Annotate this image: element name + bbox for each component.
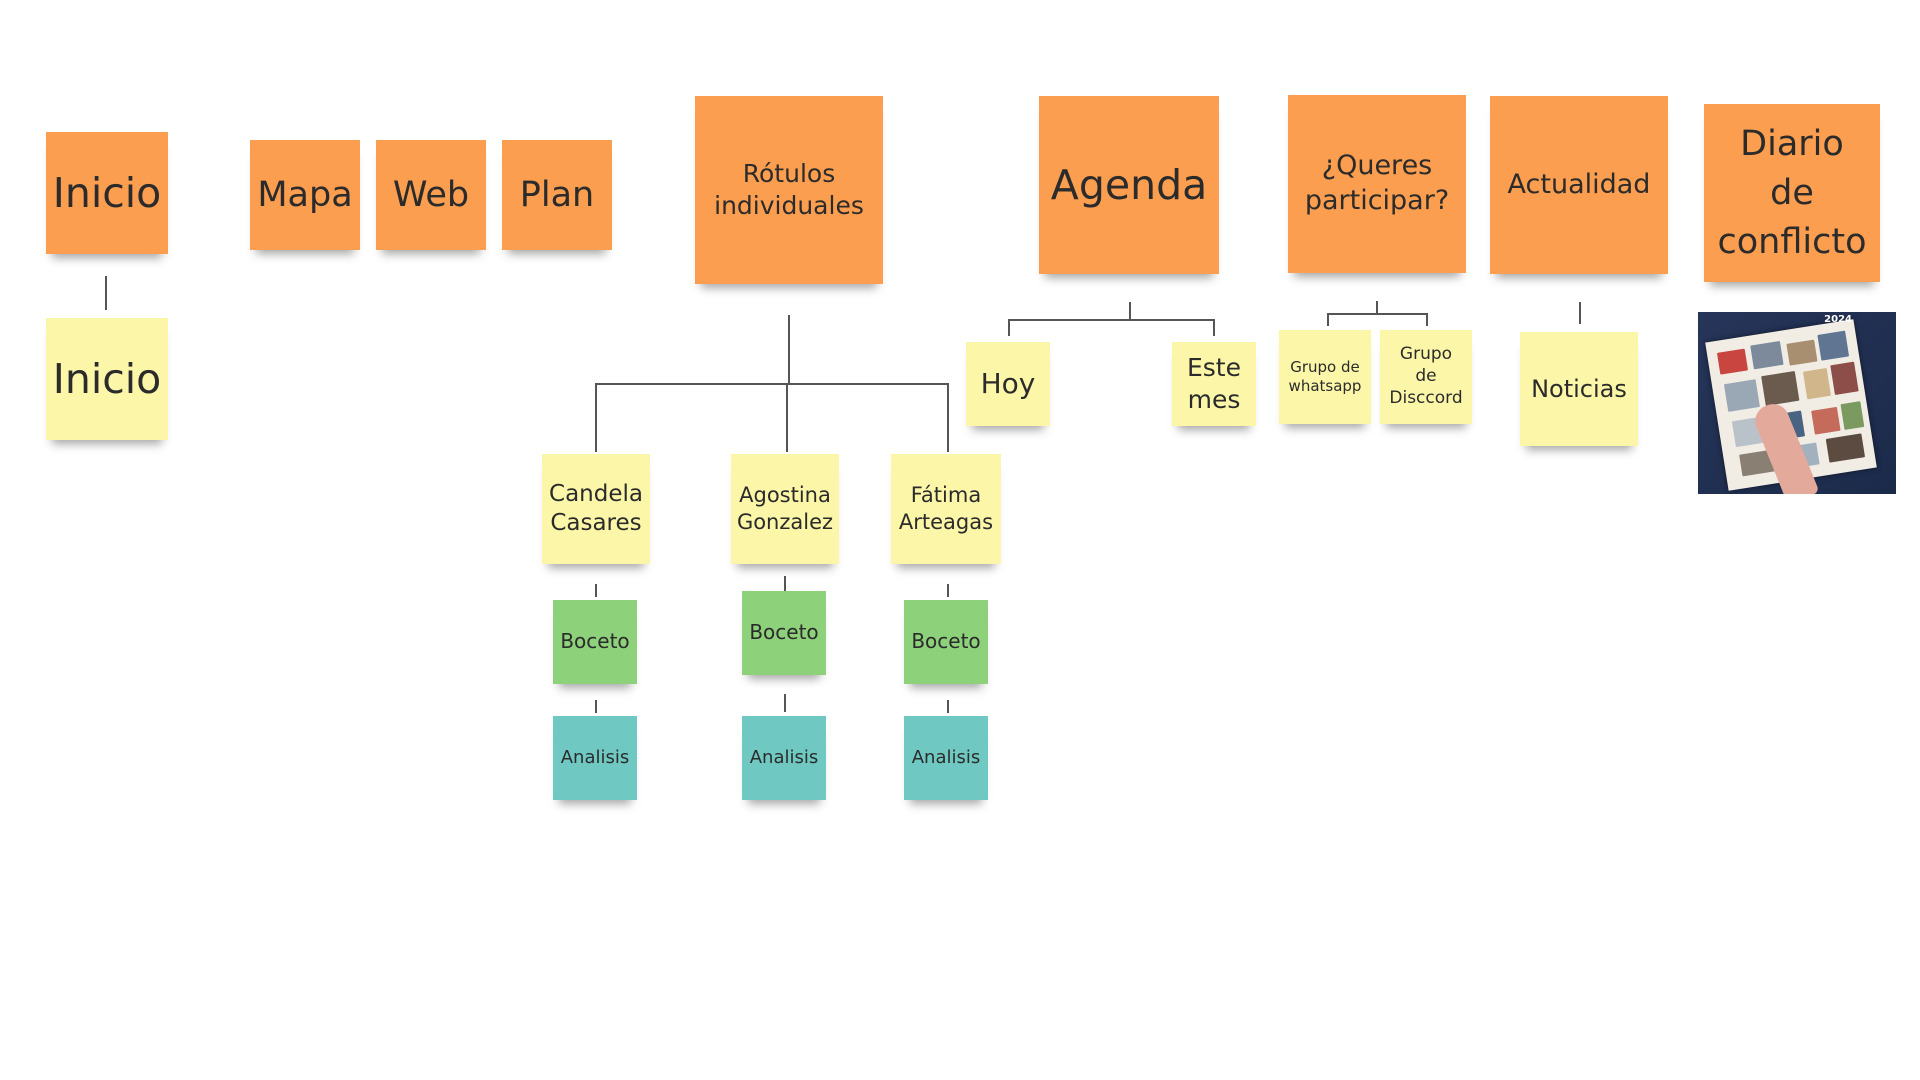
note-inicio-child[interactable]: Inicio [46, 318, 168, 440]
note-label-line: individuales [714, 191, 864, 220]
note-label: Hoy [980, 367, 1036, 401]
note-label: Mapa [257, 174, 353, 215]
note-grupo-discord[interactable]: Grupo de Disccord [1380, 330, 1472, 424]
note-label-line: Grupo de [1290, 357, 1360, 376]
note-analisis-candela[interactable]: Analisis [553, 716, 637, 800]
note-label-line: whatsapp [1288, 377, 1362, 395]
note-label: Analisis [749, 747, 819, 769]
note-analisis-agostina[interactable]: Analisis [742, 716, 826, 800]
note-label: Actualidad [1507, 168, 1651, 200]
note-analisis-fatima[interactable]: Analisis [904, 716, 988, 800]
note-label: Web [392, 174, 470, 215]
note-web[interactable]: Web [376, 140, 486, 250]
note-label: Boceto [749, 620, 819, 645]
note-label-line: participar? [1304, 185, 1450, 216]
note-mapa[interactable]: Mapa [250, 140, 360, 250]
note-label-line: de [1770, 172, 1814, 213]
note-boceto-fatima[interactable]: Boceto [904, 600, 988, 684]
note-hoy[interactable]: Hoy [966, 342, 1050, 426]
note-label: Inicio [52, 168, 162, 217]
note-label: Boceto [911, 629, 981, 654]
note-label: Plan [519, 174, 595, 215]
note-label: Analisis [560, 747, 630, 769]
note-label-line: Diario [1740, 123, 1844, 164]
note-person-fatima[interactable]: Fátima Arteagas [891, 454, 1001, 564]
note-boceto-candela[interactable]: Boceto [553, 600, 637, 684]
diario-photo[interactable]: 2024 [1698, 312, 1896, 494]
note-rotulos-individuales[interactable]: Rótulos individuales [695, 96, 883, 284]
note-person-agostina[interactable]: Agostina Gonzalez [731, 454, 839, 564]
note-noticias[interactable]: Noticias [1520, 332, 1638, 446]
note-boceto-agostina[interactable]: Boceto [742, 591, 826, 675]
note-label: Analisis [911, 747, 981, 769]
note-label-line: Fátima [910, 483, 982, 508]
note-inicio[interactable]: Inicio [46, 132, 168, 254]
note-label-line: mes [1187, 385, 1241, 414]
note-queres-participar[interactable]: ¿Queres participar? [1288, 95, 1466, 273]
note-label-line: conflicto [1717, 221, 1867, 262]
note-grupo-whatsapp[interactable]: Grupo de whatsapp [1279, 330, 1371, 424]
note-label-line: Grupo [1399, 344, 1453, 365]
photo-icon [1698, 312, 1896, 494]
note-label: Inicio [52, 354, 162, 403]
note-label: Boceto [560, 629, 630, 654]
note-person-candela[interactable]: Candela Casares [542, 454, 650, 564]
note-label-line: Agostina [739, 483, 831, 508]
note-label: Noticias [1531, 374, 1627, 403]
note-label-line: Casares [550, 510, 642, 536]
note-agenda[interactable]: Agenda [1039, 96, 1219, 274]
note-este-mes[interactable]: Este mes [1172, 342, 1256, 426]
connector-rotulos-branch [595, 383, 949, 452]
note-label-line: de [1415, 366, 1437, 387]
note-label-line: Gonzalez [736, 510, 834, 534]
note-label: Agenda [1050, 160, 1208, 209]
note-label-line: Este [1186, 353, 1241, 382]
note-plan[interactable]: Plan [502, 140, 612, 250]
note-label-line: ¿Queres [1321, 150, 1433, 182]
photo-year-text: 2024 [1824, 314, 1852, 325]
note-label-line: Disccord [1389, 387, 1463, 408]
connector-queres-branch [1327, 313, 1428, 326]
note-label-line: Rótulos [742, 159, 836, 188]
note-label-line: Candela [549, 480, 643, 507]
note-actualidad[interactable]: Actualidad [1490, 96, 1668, 274]
connector-agenda-branch [1008, 319, 1215, 336]
note-diario-de-conflicto[interactable]: Diario de conflicto [1704, 104, 1880, 282]
note-label-line: Arteagas [898, 510, 994, 534]
